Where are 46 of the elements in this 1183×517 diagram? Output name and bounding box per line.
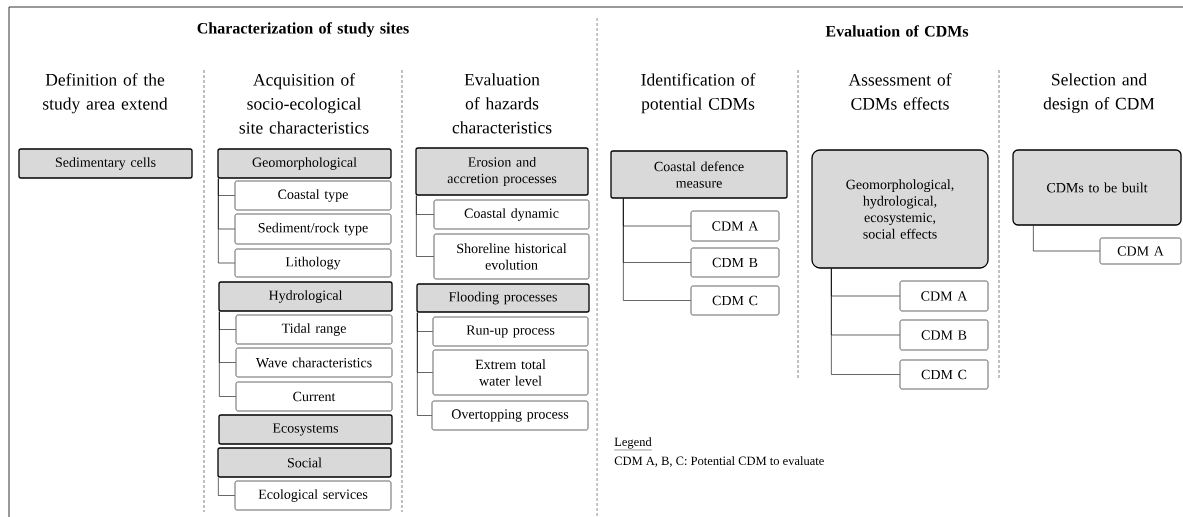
category-box: CDMs to be built [1012,149,1182,226]
item-box: CDM C [899,359,989,390]
item-box: Overtopping process [431,400,589,431]
connector-line [218,178,235,264]
category-box: Erosion and accretion processes [415,147,589,196]
category-box: Geomorphological [217,148,392,179]
item-box: CDM B [690,247,780,278]
item-box: Shoreline historical evolution [433,233,590,280]
item-box: Extrem total water level [432,349,589,396]
category-box: Coastal defence measure [610,150,788,199]
item-box: CDM A [899,280,989,312]
column-header: Selection and design of CDM [1043,73,1155,114]
item-box: Lithology [234,248,392,278]
category-box: Hydrological [218,281,393,312]
legend-title: Legend [614,437,652,451]
column-header: Definition of the study area extend [43,73,168,114]
connector-line [623,198,691,301]
item-box: Coastal dynamic [433,199,590,230]
item-box: Current [235,381,393,412]
category-box: Ecosystems [218,414,393,445]
connector-line [1033,225,1100,252]
category-box: Sedimentary cells [18,148,193,179]
category-box: Geomorphological, hydrological, ecosystemic, social effects [811,149,989,269]
connector-line [417,312,432,416]
item-box: Wave characteristics [235,347,393,378]
legend-note: CDM A, B, C: Potential CDM to evaluate [614,456,824,467]
item-box: Ecological services [234,480,392,511]
section-title: Evaluation of CDMs [825,25,969,37]
item-box: CDM A [1099,237,1182,265]
item-box: Sediment/rock type [234,213,392,245]
item-box: Coastal type [234,180,392,211]
item-box: CDM A [690,210,780,242]
column-header: Identification of potential CDMs [641,73,756,114]
item-box: CDM B [899,319,989,351]
category-box: Flooding processes [416,283,590,313]
item-box: Tidal range [235,314,393,345]
connector-line [831,268,900,375]
connector-line [218,477,235,496]
item-box: CDM C [690,285,780,316]
item-box: Run-up process [432,316,589,347]
connector-line [416,195,434,257]
section-title: Characterization of study sites [197,22,409,37]
category-box: Social [217,447,392,478]
column-header: Assessment of CDMs effects [848,73,952,110]
column-header: Acquisition of socio-ecological site characteristics [239,73,369,134]
connector-line [219,311,236,397]
